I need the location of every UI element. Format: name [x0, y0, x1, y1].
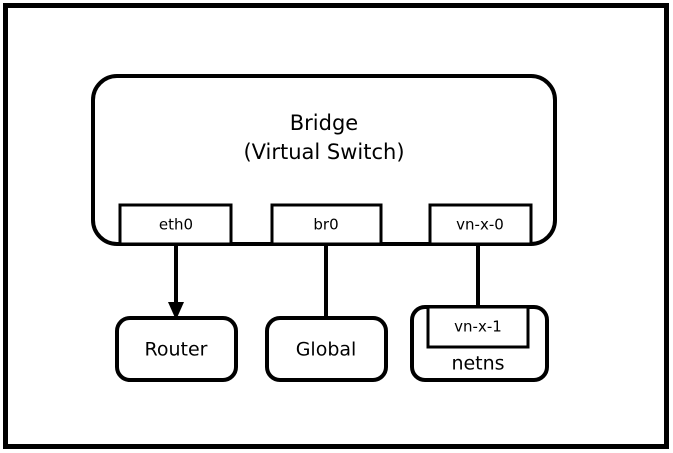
node-global[interactable] [265, 316, 388, 382]
bridge-port-vn-x-0[interactable] [428, 203, 533, 246]
node-netns-label: netns [451, 353, 504, 375]
node-global-label: Global [296, 339, 357, 361]
diagram-frame [3, 3, 669, 449]
node-netns-interface-label: vn-x-1 [454, 318, 502, 336]
bridge-port-br0-label: br0 [313, 216, 338, 234]
bridge-port-vn-x-0-label: vn-x-0 [456, 216, 504, 234]
bridge-port-br0[interactable] [270, 203, 383, 246]
node-netns-interface-vn-x-1[interactable] [426, 305, 530, 349]
bridge-title-line2: (Virtual Switch) [243, 140, 404, 164]
bridge-port-eth0[interactable] [118, 203, 233, 246]
node-router[interactable] [115, 316, 238, 382]
node-router-label: Router [145, 339, 208, 361]
bridge-port-eth0-label: eth0 [159, 216, 193, 234]
arrowhead-eth0-router [168, 302, 184, 320]
bridge-title-line1: Bridge [290, 111, 358, 135]
